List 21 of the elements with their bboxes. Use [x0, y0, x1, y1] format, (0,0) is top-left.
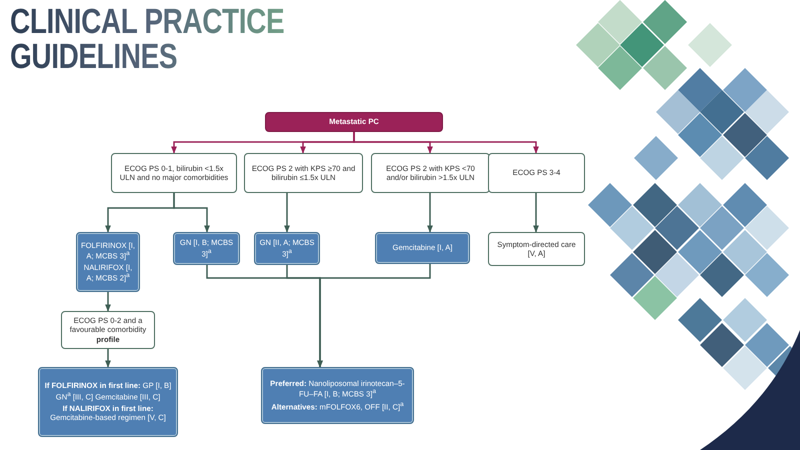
- arrow: [317, 264, 431, 368]
- treatment-box: [173, 232, 240, 265]
- condition-box: [488, 232, 585, 266]
- arrow: [173, 193, 210, 233]
- start-box: [265, 112, 443, 132]
- treatment-box: [261, 367, 414, 424]
- treatment-box: [38, 367, 178, 437]
- condition-box: [488, 153, 585, 193]
- condition-box: [244, 153, 363, 193]
- arrow: [284, 193, 290, 233]
- condition-box: [111, 153, 237, 193]
- treatment-box: [375, 232, 470, 264]
- treatment-box: [254, 232, 320, 265]
- condition-box: [371, 153, 490, 193]
- condition-box: [61, 311, 155, 349]
- treatment-box: [76, 232, 140, 292]
- arrow: [105, 349, 111, 368]
- arrow: [105, 292, 111, 312]
- arrow: [353, 132, 539, 154]
- arrow: [427, 193, 433, 233]
- arrow: [533, 193, 539, 233]
